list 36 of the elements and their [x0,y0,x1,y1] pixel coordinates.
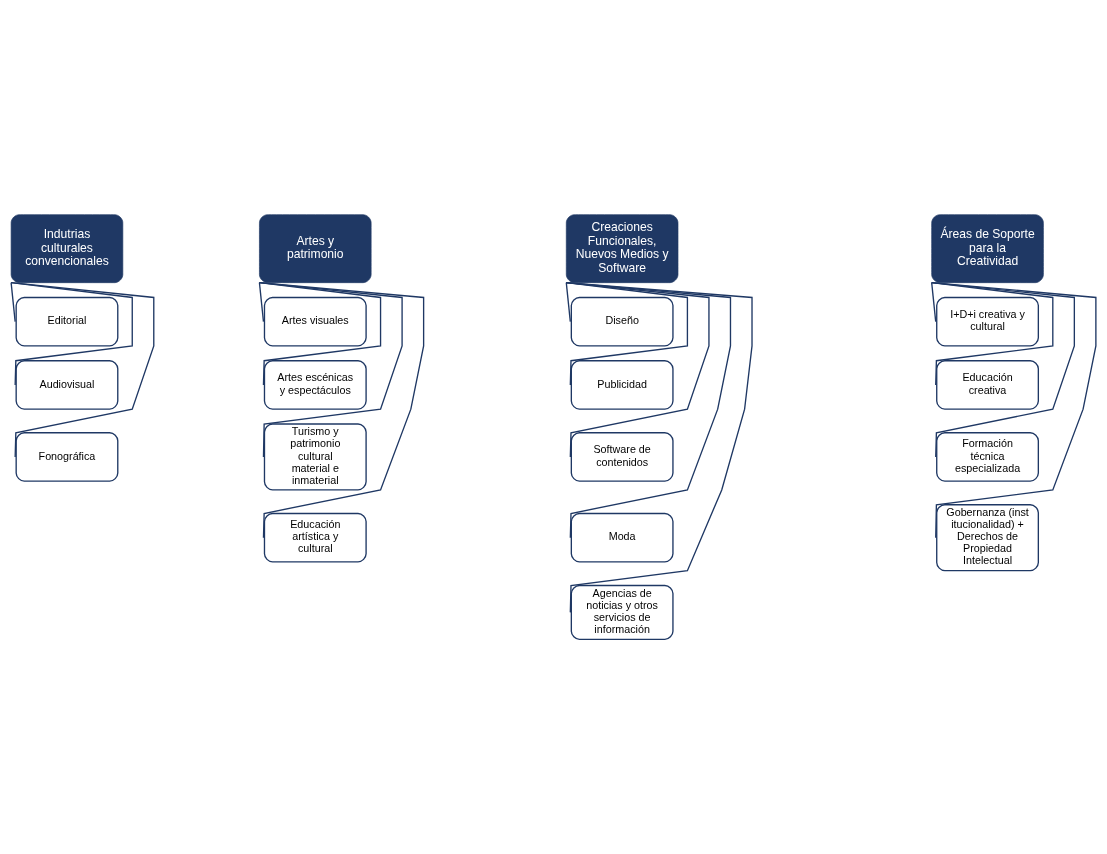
node-box: Agencias de noticias y otros servicios de información [570,584,674,640]
node-box: I+D+i creativa y cultural [936,296,1039,347]
node-box: Audiovisual [15,360,119,410]
connector [258,282,425,539]
node-box: Publicidad [570,360,674,410]
connector [10,282,16,323]
connector [931,282,1097,539]
node-box: Software de contenidos [570,432,674,482]
node-box: Moda [570,512,674,563]
node-box: Artes visuales [263,296,367,347]
node-box: Diseño [570,296,674,347]
connector [565,282,732,539]
node-box: Indutrias culturales convencionales [10,214,124,283]
node-box: Gobernanza (institucionalidad) + Derechos de Propiedad Intelectual [936,504,1039,572]
connector [931,282,1076,458]
node-box: Áreas de Soporte para la Creatividad [931,214,1044,283]
connector [258,282,403,458]
connector [258,282,382,386]
connector [10,282,133,386]
node-box: Creaciones Funcionales, Nuevos Medios y Software [565,214,679,283]
connector [565,282,753,614]
connector [565,282,689,386]
node-box: Formación técnica especializada [936,432,1039,482]
connector [10,282,155,458]
node-box: Educación creativa [936,360,1039,410]
node-box: Editorial [15,296,119,347]
node-box: Artes y patrimonio [259,214,372,283]
node-box: Fonográfica [15,432,119,482]
connector [931,282,937,323]
connector [931,282,1054,386]
node-box: Turismo y patrimonio cultural material e inmaterial [263,423,367,491]
node-box: Educación artística y cultural [263,512,367,563]
connector [258,282,265,323]
connector [565,282,571,323]
connector [565,282,710,458]
node-box: Artes escénicas y espectáculos [263,360,367,410]
